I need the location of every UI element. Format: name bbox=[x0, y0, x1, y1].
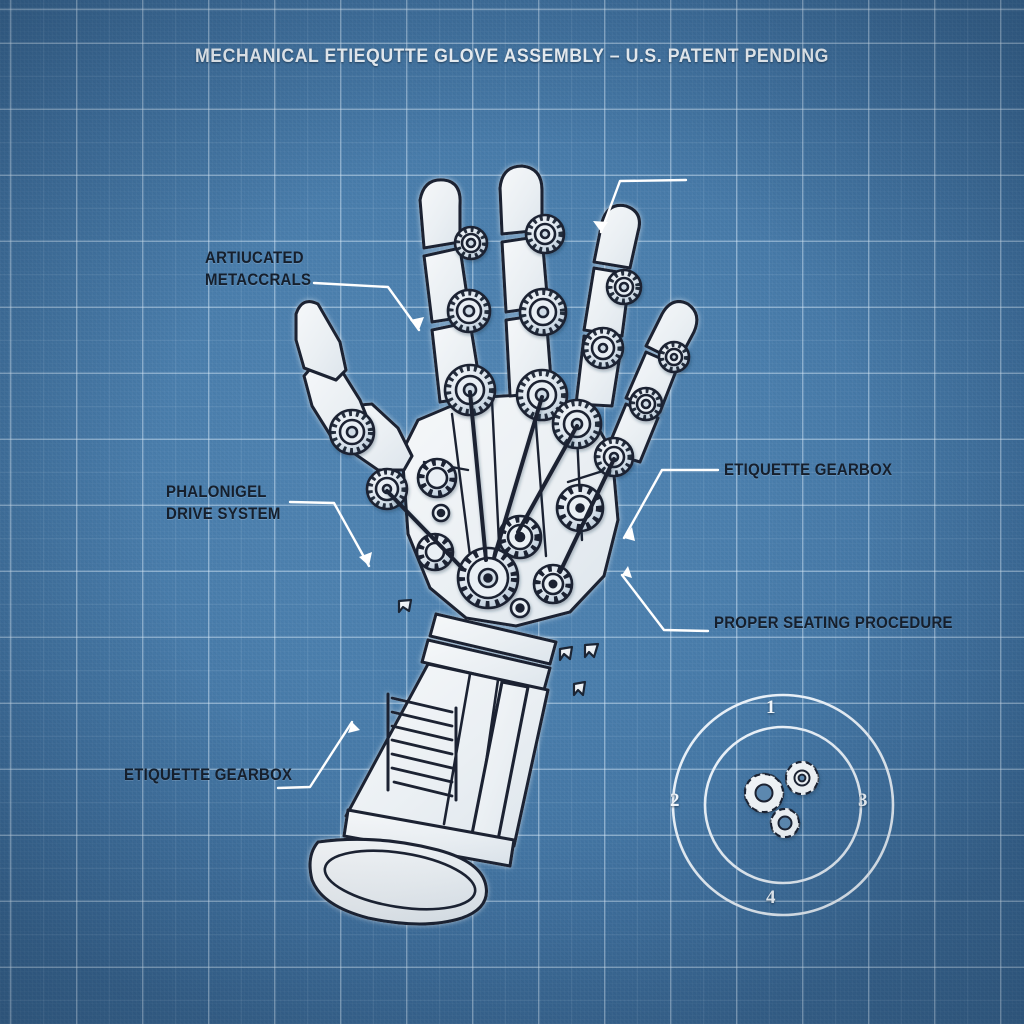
callout-phalonigel-drive-system: PHALONIGEL DRIVE SYSTEM bbox=[166, 481, 281, 525]
leader-etiquette-gearbox-lower bbox=[276, 720, 354, 790]
detail-inner-ring bbox=[703, 725, 863, 885]
detail-number-3: 3 bbox=[858, 790, 868, 811]
callout-proper-seating-procedure: PROPER SEATING PROCEDURE bbox=[714, 612, 953, 634]
exploded-fragments bbox=[397, 598, 600, 697]
callout-line: ARTIUCATED bbox=[205, 248, 304, 267]
callout-line: METACCRALS bbox=[205, 270, 312, 289]
terminal-flange-ring bbox=[308, 837, 489, 926]
finger2-distal bbox=[498, 164, 544, 236]
leader-proper-seating bbox=[620, 573, 710, 633]
palm-gear-train bbox=[385, 390, 616, 619]
leader-phalonigel bbox=[288, 500, 371, 568]
detail-number-1: 1 bbox=[766, 697, 776, 718]
sheet-title: MECHANICAL ETIEQUTTE GLOVE ASSEMBLY – U.… bbox=[195, 46, 829, 67]
finger1-distal bbox=[418, 178, 462, 250]
callout-etiquette-gearbox-upper: ETIQUETTE GEARBOX bbox=[724, 459, 892, 481]
joint-gear-set bbox=[328, 213, 691, 511]
leader-arrowheads bbox=[348, 221, 635, 733]
leader-articulated-metacarpals bbox=[312, 281, 421, 332]
leader-etiquette-gearbox-upper bbox=[622, 468, 720, 540]
callout-line: PROPER SEATING PROCEDURE bbox=[714, 613, 953, 632]
leader-lines bbox=[276, 178, 720, 790]
callout-line: PHALONIGEL bbox=[166, 482, 267, 501]
cuff-bottom-band bbox=[342, 808, 516, 868]
detail-circle-diagram bbox=[671, 693, 895, 917]
flange-inner-ellipse bbox=[323, 849, 477, 911]
detail-outer-ring bbox=[671, 693, 895, 917]
leader-unlabeled-top bbox=[599, 178, 688, 234]
wrist-collar-upper bbox=[428, 612, 558, 666]
callout-line: ETIQUETTE GEARBOX bbox=[724, 460, 893, 479]
finger3-distal bbox=[592, 203, 642, 270]
thumb-tip-shell bbox=[294, 300, 348, 382]
callout-etiquette-gearbox-lower: ETIQUETTE GEARBOX bbox=[124, 764, 292, 786]
cuff-coil-spring bbox=[386, 692, 458, 802]
detail-number-2: 2 bbox=[670, 790, 680, 811]
callout-line: ETIQUETTE GEARBOX bbox=[124, 765, 293, 784]
detail-number-4: 4 bbox=[766, 887, 776, 908]
callout-articulated-metacarpals: ARTIUCATED METACCRALS bbox=[205, 247, 311, 291]
callout-line: DRIVE SYSTEM bbox=[166, 504, 281, 523]
